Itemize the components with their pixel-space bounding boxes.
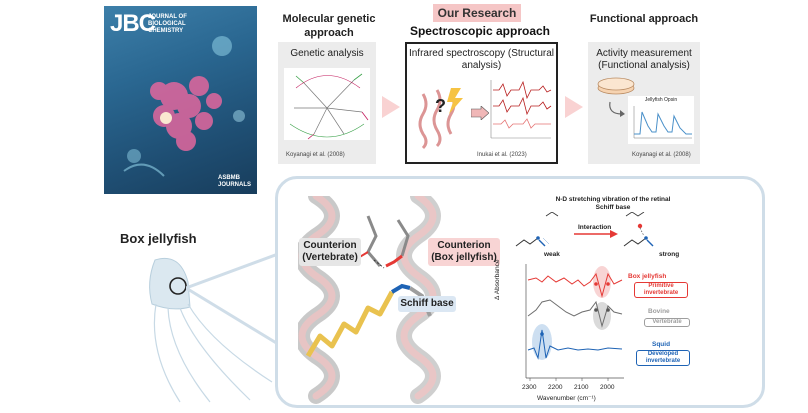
activity-measurement-panel: Activity measurement (Functional analysi… — [588, 42, 700, 164]
protein-helix-icon — [418, 88, 463, 150]
our-research-badge: Our Research — [433, 4, 521, 22]
tick-2000: 2000 — [600, 384, 615, 391]
cover-publisher: ASBMB JOURNALS — [218, 175, 252, 188]
infrared-spectroscopy-panel: Infrared spectroscopy (Structural analys… — [405, 42, 558, 164]
schiff-base-label: Schiff base — [398, 296, 456, 312]
journal-cover: JBC JOURNAL OF BIOLOGICAL CHEMISTRY ASBM… — [104, 6, 257, 194]
molecular-interaction-icon — [515, 212, 654, 247]
research-citation: Inukai et al. (2023) — [477, 152, 527, 158]
spectrum-xlabel: Wavenumber (cm⁻¹) — [537, 395, 596, 402]
cover-subtitle: JOURNAL OF BIOLOGICAL CHEMISTRY — [148, 14, 187, 34]
phylogenetic-tree-icon — [284, 68, 370, 140]
counterion-jellyfish-label: Counterion (Box jellyfish) — [428, 238, 500, 266]
tick-2100: 2100 — [574, 384, 589, 391]
genetic-citation: Koyanagi et al. (2008) — [286, 152, 345, 158]
arrow-right-icon — [565, 96, 583, 118]
cover-artwork-icon — [123, 36, 245, 177]
series-bovine-tag: Vertebrate — [644, 318, 690, 327]
series-box-jellyfish-name: Box jellyfish — [628, 273, 667, 280]
arrow-right-icon — [382, 96, 400, 118]
series-box-jellyfish-tag: Primitive invertebrate — [634, 282, 688, 298]
series-squid-tag: Developed invertebrate — [636, 350, 690, 366]
jellyfish-illustration-icon — [149, 257, 273, 403]
counterion-vertebrate-label: Counterion (Vertebrate) — [299, 238, 361, 266]
interaction-label: Interaction — [578, 224, 612, 231]
tick-2300: 2300 — [522, 384, 537, 391]
activity-trace-icon — [633, 106, 692, 139]
ir-difference-spectra-icon — [490, 80, 552, 139]
functional-approach-title: Functional approach — [589, 13, 699, 25]
question-mark: ? — [435, 96, 446, 116]
lightning-icon — [447, 88, 463, 114]
infrared-panel-title: Infrared spectroscopy (Structural analys… — [408, 48, 555, 71]
box-jellyfish-label: Box jellyfish — [120, 231, 197, 246]
functional-panel-title: Activity measurement (Functional analysi… — [596, 48, 692, 71]
genetic-approach-title: Molecular genetic approach — [282, 13, 376, 39]
spectrum-ylabel: Δ Absorbance — [494, 259, 501, 300]
genetic-analysis-panel: Genetic analysis Koyanagi et al. (2008) — [278, 42, 376, 164]
strong-label: strong — [659, 251, 680, 258]
ir-spectra-chart — [525, 264, 624, 381]
weak-label: weak — [544, 251, 560, 258]
spectroscopic-approach-title: Spectroscopic approach — [409, 24, 551, 38]
eye-highlight-circle — [169, 277, 187, 295]
series-bovine-name: Bovine — [648, 308, 670, 315]
zoom-callout-icon — [186, 252, 278, 346]
spectrum-header: N-D stretching vibration of the retinal … — [555, 196, 671, 211]
curved-arrow-icon — [609, 101, 625, 117]
cover-logo: JBC — [110, 10, 156, 37]
activity-plot-title: Jellyfish Opsin — [644, 97, 678, 103]
functional-citation: Koyanagi et al. (2008) — [632, 152, 691, 158]
tick-2200: 2200 — [548, 384, 563, 391]
genetic-panel-title: Genetic analysis — [290, 48, 364, 59]
petri-dish-icon — [597, 77, 635, 95]
series-squid-name: Squid — [652, 341, 671, 348]
arrow-right-icon — [471, 106, 489, 120]
activity-plot: Jellyfish Opsin — [628, 96, 694, 144]
